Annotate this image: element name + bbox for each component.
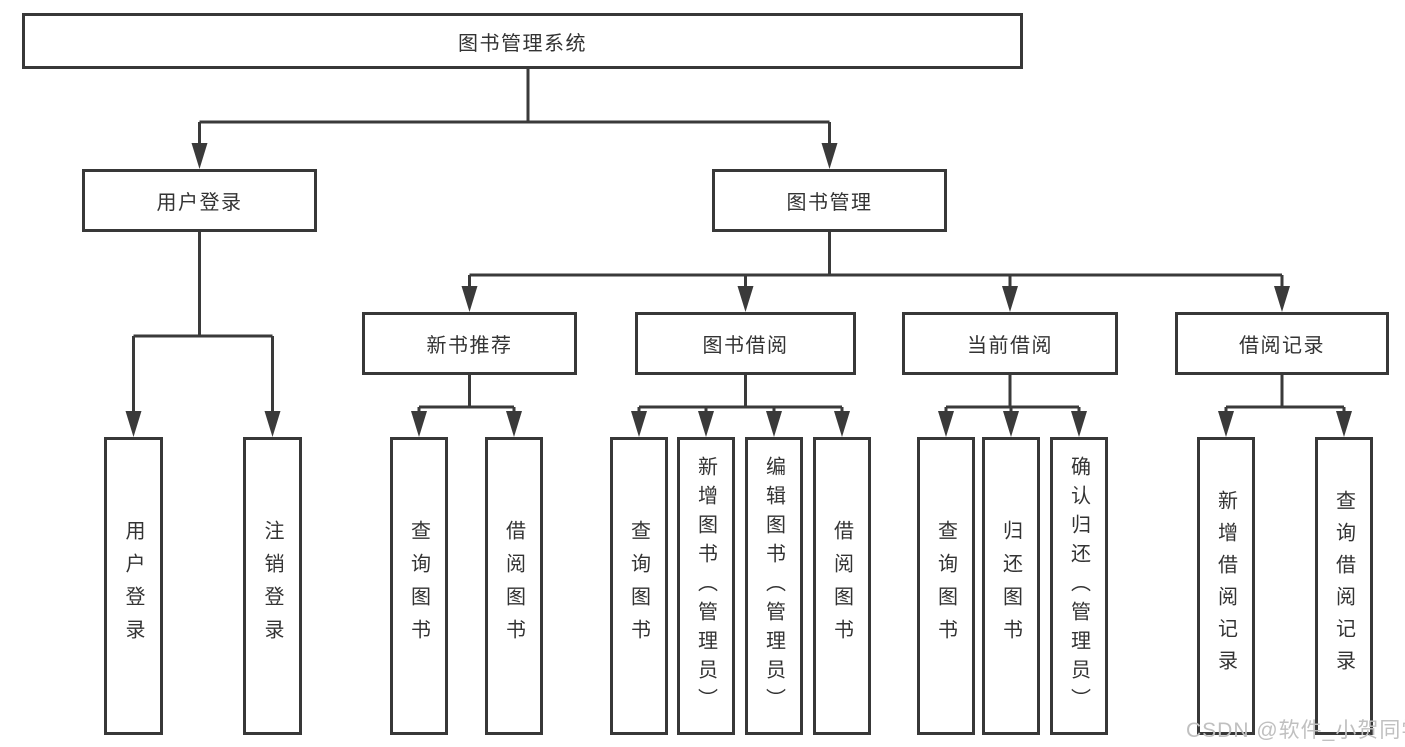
leaf-return-books: 归还图书: [982, 437, 1040, 735]
leaf-query-borrow-record: 查询借阅记录: [1315, 437, 1373, 735]
leaf-add-borrow-record: 新增借阅记录: [1197, 437, 1255, 735]
csdn-watermark: CSDN @软件_小贺同学: [1186, 719, 1405, 742]
arrow-heads: [125, 143, 1352, 437]
leaf-borrow-books: 借阅图书: [813, 437, 871, 735]
leaf-user-login: 用户登录: [104, 437, 163, 735]
leaf-recommend-query-books: 查询图书: [390, 437, 448, 735]
node-library-management-system: 图书管理系统: [22, 13, 1023, 69]
leaf-logout: 注销登录: [243, 437, 302, 735]
leaf-edit-books-admin: 编辑图书（管理员）: [745, 437, 803, 735]
node-borrowing-records: 借阅记录: [1175, 312, 1389, 375]
tree-edges: [132, 69, 1346, 412]
node-current-borrowing: 当前借阅: [902, 312, 1118, 375]
node-new-book-recommendation: 新书推荐: [362, 312, 577, 375]
leaf-current-query-books: 查询图书: [917, 437, 975, 735]
node-book-borrowing: 图书借阅: [635, 312, 856, 375]
leaf-confirm-return-admin: 确认归还（管理员）: [1050, 437, 1108, 735]
leaf-borrowing-query-books: 查询图书: [610, 437, 668, 735]
node-book-management: 图书管理: [712, 169, 947, 232]
leaf-add-books-admin: 新增图书（管理员）: [677, 437, 735, 735]
node-user-login: 用户登录: [82, 169, 317, 232]
leaf-recommend-borrow-books: 借阅图书: [485, 437, 543, 735]
